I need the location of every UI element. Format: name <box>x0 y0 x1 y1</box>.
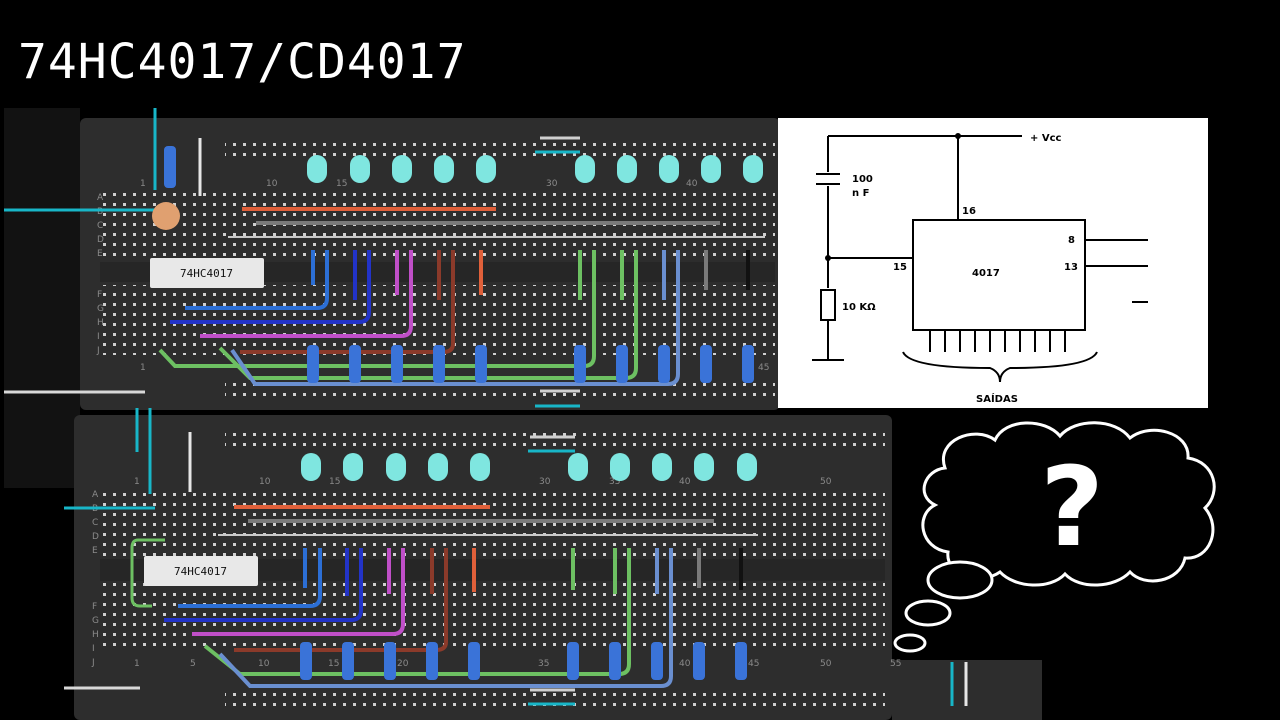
svg-text:15: 15 <box>328 659 339 669</box>
thought-bubble: ? <box>893 421 1216 653</box>
svg-text:C: C <box>92 518 98 528</box>
svg-text:SAÍDAS: SAÍDAS <box>976 392 1018 405</box>
svg-text:A: A <box>92 490 99 500</box>
svg-text:E: E <box>97 249 103 259</box>
svg-text:40: 40 <box>679 659 691 669</box>
svg-text:10: 10 <box>259 477 271 487</box>
svg-text:20: 20 <box>397 659 409 669</box>
svg-text:H: H <box>97 318 104 328</box>
svg-text:A: A <box>97 193 104 203</box>
svg-text:F: F <box>97 290 102 300</box>
svg-text:13: 13 <box>1064 262 1078 273</box>
svg-text:4017: 4017 <box>972 268 1000 279</box>
svg-text:D: D <box>97 235 104 245</box>
svg-text:15: 15 <box>336 179 347 189</box>
svg-text:10: 10 <box>266 179 278 189</box>
svg-text:35: 35 <box>538 659 549 669</box>
svg-text:100: 100 <box>852 174 873 185</box>
svg-text:1: 1 <box>134 659 140 669</box>
svg-text:C: C <box>97 221 103 231</box>
resistor-row-bottom <box>300 642 747 680</box>
svg-text:55: 55 <box>890 659 901 669</box>
svg-text:D: D <box>92 532 99 542</box>
svg-text:16: 16 <box>962 206 976 217</box>
svg-text:G: G <box>97 304 104 314</box>
svg-text:F: F <box>92 602 97 612</box>
svg-text:I: I <box>92 644 95 654</box>
svg-text:+ Vcc: + Vcc <box>1030 133 1062 144</box>
svg-text:5: 5 <box>190 659 196 669</box>
svg-text:15: 15 <box>893 262 907 273</box>
question-mark-icon: ? <box>1040 443 1104 571</box>
schematic-4017: + Vcc 100 n F 10 KΩ 4017 16 15 8 13 SAÍD… <box>778 118 1208 408</box>
svg-text:H: H <box>92 630 99 640</box>
svg-text:50: 50 <box>820 477 832 487</box>
svg-text:J: J <box>96 346 100 356</box>
svg-text:G: G <box>92 616 99 626</box>
breadboard-top: A B C D E F G H I J 1 10 15 30 40 1 45 <box>4 108 780 488</box>
svg-text:35: 35 <box>609 477 620 487</box>
svg-text:E: E <box>92 546 98 556</box>
svg-text:50: 50 <box>820 659 832 669</box>
svg-text:40: 40 <box>686 179 698 189</box>
svg-text:74HC4017: 74HC4017 <box>174 565 227 578</box>
svg-text:45: 45 <box>748 659 759 669</box>
svg-text:1: 1 <box>140 363 146 373</box>
svg-text:30: 30 <box>539 477 551 487</box>
svg-text:40: 40 <box>679 477 691 487</box>
resistor-row-top <box>307 345 754 383</box>
row-labels-top: A B C D E F G H I J <box>96 193 104 356</box>
svg-text:45: 45 <box>758 363 769 373</box>
svg-text:10: 10 <box>258 659 270 669</box>
svg-text:10 KΩ: 10 KΩ <box>842 302 876 313</box>
svg-text:15: 15 <box>329 477 340 487</box>
svg-text:1: 1 <box>134 477 140 487</box>
svg-text:8: 8 <box>1068 235 1075 246</box>
svg-text:I: I <box>97 332 100 342</box>
led-row-top <box>307 155 763 183</box>
svg-text:30: 30 <box>546 179 558 189</box>
chip-74hc4017-top: 74HC4017 <box>150 258 264 288</box>
led-row-bottom <box>301 453 757 481</box>
svg-text:n F: n F <box>852 188 869 199</box>
svg-text:1: 1 <box>140 179 146 189</box>
chip-74hc4017-bottom: 74HC4017 <box>144 556 258 586</box>
svg-text:74HC4017: 74HC4017 <box>180 267 233 280</box>
breadboard-bottom: A B C D E F G H I J 1 10 15 30 35 40 50 … <box>64 408 1042 720</box>
svg-text:B: B <box>97 207 103 217</box>
svg-text:J: J <box>91 658 95 668</box>
page-title: 74HC4017/CD4017 <box>18 34 467 90</box>
